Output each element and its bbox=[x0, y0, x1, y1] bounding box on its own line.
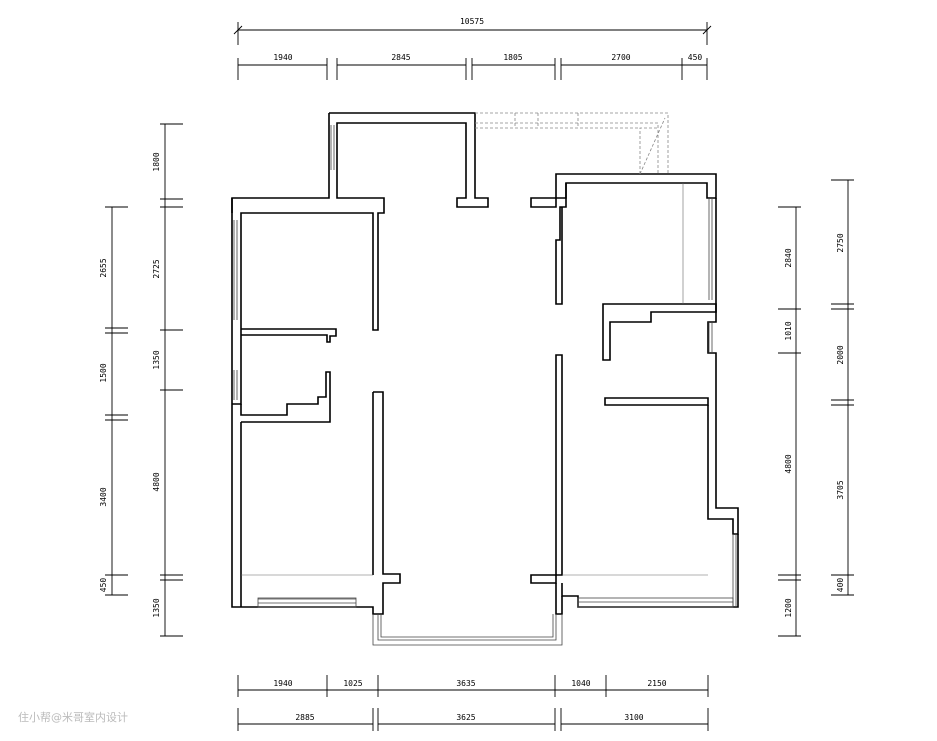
dim-right-outer: 2750 2000 3705 400 bbox=[831, 179, 854, 596]
dim-left-outer-1: 1500 bbox=[99, 363, 108, 382]
dim-bottom-row-1: 1940 1025 3635 1040 2150 bbox=[237, 675, 709, 697]
dim-right-inner-2: 4800 bbox=[784, 454, 793, 473]
dim-top-total: 10575 bbox=[233, 17, 712, 45]
dim-top-total-label: 10575 bbox=[460, 17, 484, 26]
dim-bottom1-2: 3635 bbox=[456, 679, 475, 688]
dim-bottom1-0: 1940 bbox=[273, 679, 292, 688]
dim-left-inner-4: 1350 bbox=[152, 598, 161, 617]
walls bbox=[231, 112, 739, 615]
dashed-area bbox=[475, 112, 669, 175]
dim-top-0: 1940 bbox=[273, 53, 292, 62]
dim-top-3: 2700 bbox=[611, 53, 630, 62]
dim-top-row: 1940 2845 1805 2700 450 bbox=[237, 53, 708, 80]
dim-right-inner-0: 2840 bbox=[784, 248, 793, 267]
dim-left-outer-2: 3400 bbox=[99, 487, 108, 506]
dim-bottom2-2: 3100 bbox=[624, 713, 643, 722]
dim-left-inner: 1800 2725 1350 4800 1350 bbox=[152, 123, 183, 637]
dim-bottom1-1: 1025 bbox=[343, 679, 362, 688]
dim-left-inner-3: 4800 bbox=[152, 472, 161, 491]
dim-right-inner: 2840 1010 4800 1200 bbox=[778, 206, 801, 637]
dim-right-outer-3: 400 bbox=[836, 578, 845, 593]
dim-top-4: 450 bbox=[688, 53, 703, 62]
dim-left-inner-1: 2725 bbox=[152, 259, 161, 278]
dim-bottom-row-2: 2885 3625 3100 bbox=[237, 708, 709, 731]
dim-right-outer-2: 3705 bbox=[836, 480, 845, 499]
dim-left-outer-0: 2655 bbox=[99, 258, 108, 277]
dim-bottom1-3: 1040 bbox=[571, 679, 590, 688]
watermark: 住小帮@米哥室内设计 bbox=[18, 710, 128, 724]
dim-right-inner-1: 1010 bbox=[784, 321, 793, 340]
dim-left-inner-2: 1350 bbox=[152, 350, 161, 369]
dim-bottom2-0: 2885 bbox=[295, 713, 314, 722]
dim-right-outer-1: 2000 bbox=[836, 345, 845, 364]
dim-right-outer-0: 2750 bbox=[836, 233, 845, 252]
dim-left-outer: 2655 1500 3400 450 bbox=[99, 206, 128, 596]
dim-bottom2-1: 3625 bbox=[456, 713, 475, 722]
dim-top-1: 2845 bbox=[391, 53, 410, 62]
dim-top-2: 1805 bbox=[503, 53, 522, 62]
dim-bottom1-4: 2150 bbox=[647, 679, 666, 688]
windows bbox=[233, 125, 737, 646]
dim-left-outer-3: 450 bbox=[99, 578, 108, 593]
dim-left-inner-0: 1800 bbox=[152, 152, 161, 171]
dim-right-inner-3: 1200 bbox=[784, 598, 793, 617]
